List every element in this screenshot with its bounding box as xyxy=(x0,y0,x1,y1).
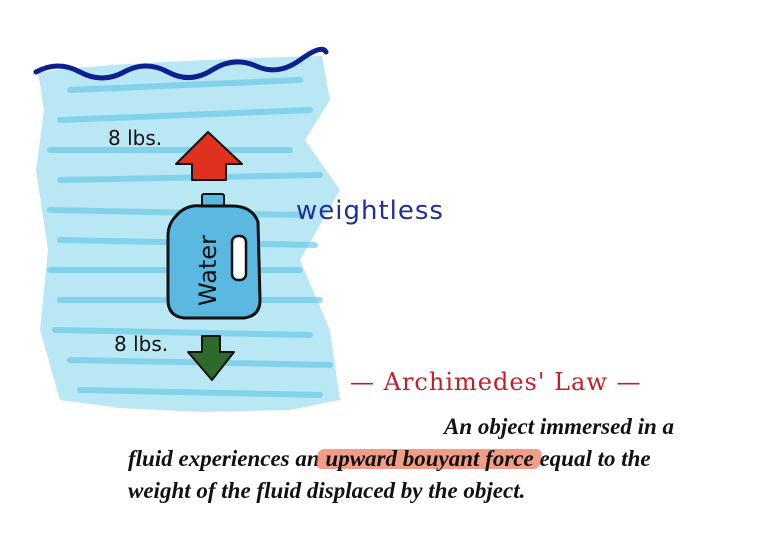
buoyant-force-arrow-up xyxy=(175,131,243,181)
force-down-label: 8 lbs. xyxy=(114,332,169,356)
jug-label: Water xyxy=(194,235,222,306)
weight-force-arrow-down xyxy=(187,335,235,381)
law-text-line-2: fluid experiences an upward bouyant forc… xyxy=(128,446,651,472)
law-text-line-2-end: equal to the xyxy=(533,446,651,471)
weightless-label: weightless xyxy=(296,196,444,226)
law-title: — Archimedes' Law — xyxy=(350,368,642,396)
law-text-line-2-start: fluid experiences an xyxy=(128,446,326,471)
highlighted-phrase: upward bouyant force xyxy=(325,446,534,471)
law-text-line-1: An object immersed in a xyxy=(444,414,674,439)
water-jug xyxy=(166,193,262,320)
water-surface-wave xyxy=(33,46,329,81)
law-text-line-3: weight of the fluid displaced by the obj… xyxy=(128,478,526,503)
force-up-label: 8 lbs. xyxy=(108,126,163,150)
